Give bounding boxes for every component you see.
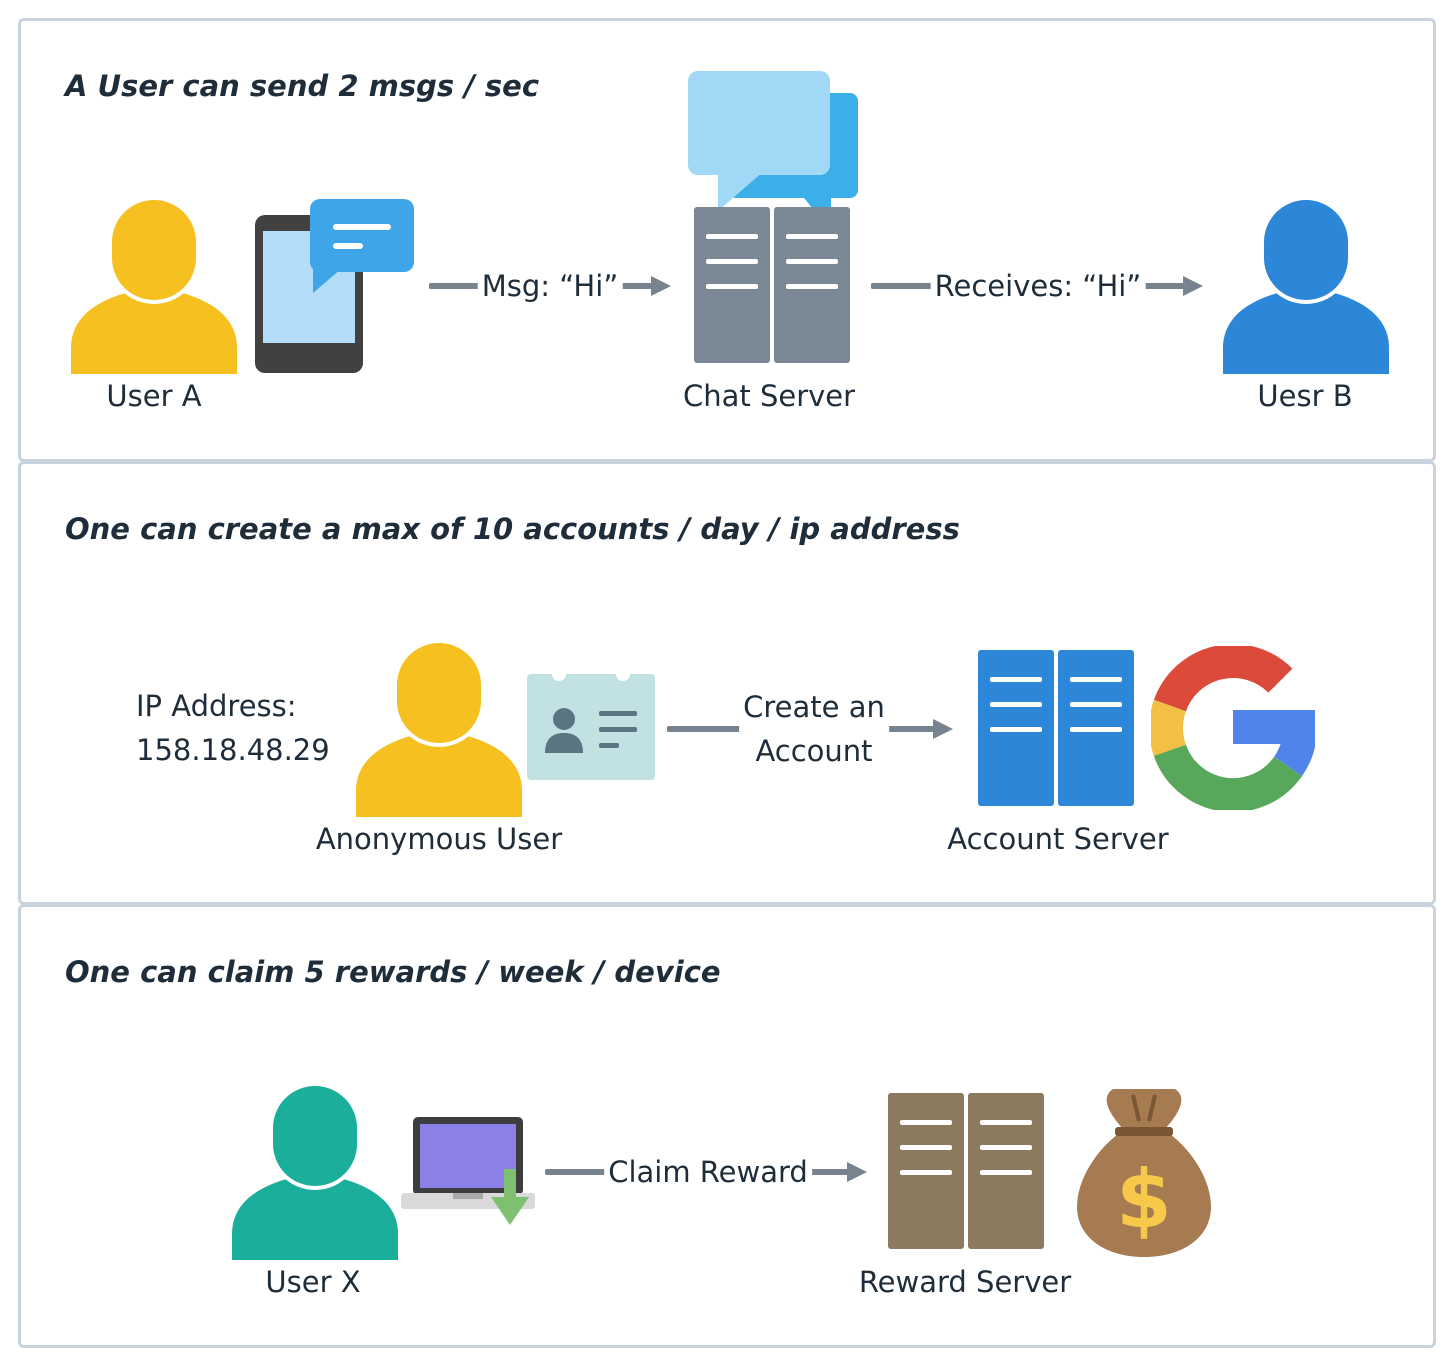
- edge-label-line: Create an: [743, 690, 885, 724]
- edge-label-send: Msg: “Hi”: [477, 269, 623, 303]
- svg-text:$: $: [1116, 1153, 1172, 1246]
- edge-label-receive: Receives: “Hi”: [930, 269, 1146, 303]
- id-card-icon: [527, 674, 655, 780]
- edge-label-line: Account: [755, 734, 873, 768]
- node-label-user-x: User X: [265, 1265, 361, 1299]
- server-icon: [888, 1093, 1044, 1249]
- panel-title: One can create a max of 10 accounts / da…: [65, 512, 960, 546]
- panel-title: A User can send 2 msgs / sec: [65, 69, 540, 103]
- panel-account-rate-limit: One can create a max of 10 accounts / da…: [18, 461, 1436, 905]
- user-icon: [232, 1084, 398, 1260]
- node-label-anonymous-user: Anonymous User: [315, 822, 563, 856]
- ip-address-label: IP Address:: [136, 689, 297, 723]
- phone-chat-icon: [255, 199, 414, 373]
- user-icon: [356, 641, 522, 817]
- node-label-account-server: Account Server: [947, 822, 1169, 856]
- ip-address-value: 158.18.48.29: [136, 733, 330, 767]
- panel-reward-rate-limit: One can claim 5 rewards / week / device …: [18, 904, 1436, 1348]
- edge-label-claim-reward: Claim Reward: [604, 1155, 812, 1189]
- google-logo-icon: [1151, 646, 1315, 810]
- node-label-user-b: Uesr B: [1257, 379, 1353, 413]
- user-icon: [1223, 198, 1389, 374]
- user-icon: [71, 198, 237, 374]
- node-label-chat-server: Chat Server: [682, 379, 856, 413]
- server-icon: [978, 650, 1134, 806]
- laptop-download-icon: [401, 1117, 535, 1225]
- panel-chat-rate-limit: A User can send 2 msgs / sec User A Msg:…: [18, 18, 1436, 462]
- chat-bubbles-icon: [688, 71, 858, 231]
- panel-title: One can claim 5 rewards / week / device: [65, 955, 721, 989]
- node-label-reward-server: Reward Server: [858, 1265, 1072, 1299]
- edge-label-create-account: Create an Account: [739, 685, 889, 773]
- money-bag-icon: $: [1077, 1089, 1211, 1257]
- node-label-user-a: User A: [106, 379, 202, 413]
- server-icon: [694, 207, 850, 363]
